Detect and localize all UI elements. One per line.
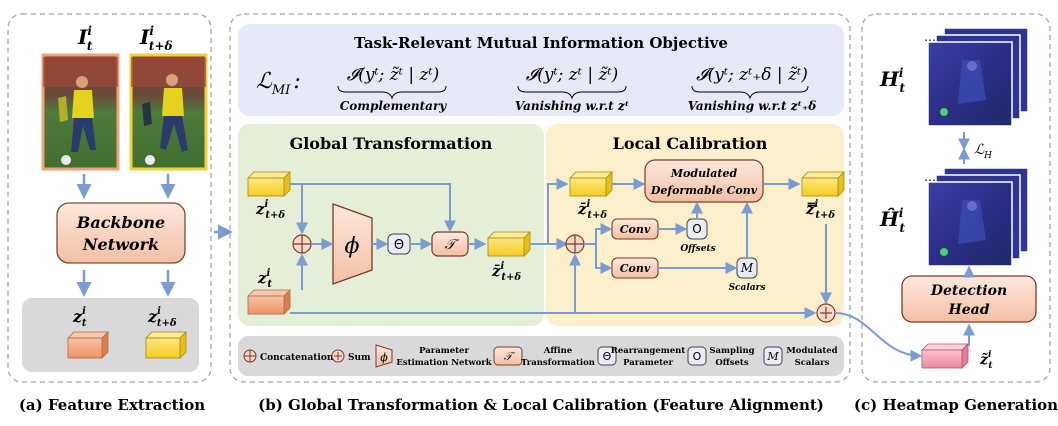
svg-text:O: O: [692, 222, 701, 236]
global-transformation-area: [238, 124, 544, 326]
svg-text:Vanishing w.r.t zᵗ: Vanishing w.r.t zᵗ: [515, 99, 629, 113]
legend-phi-icon: ϕ: [375, 344, 393, 368]
legend-param-label-1: Parameter: [419, 346, 469, 356]
legend-sampling-label-2: Offsets: [715, 358, 749, 368]
mi-title: Task-Relevant Mutual Information Objecti…: [354, 34, 728, 52]
legend-sum-icon: [331, 349, 345, 363]
svg-text:Detection: Detection: [930, 283, 1007, 299]
legend-concat-label: Concatenation: [260, 353, 334, 363]
svg-text:Backbone: Backbone: [76, 213, 165, 232]
svg-text:Vanishing w.r.t zᵗ₊δ: Vanishing w.r.t zᵗ₊δ: [688, 99, 817, 113]
legend-affine-label-1: Affine: [543, 346, 573, 356]
caption-c: (c) Heatmap Generation: [854, 396, 1058, 414]
scalars-caption: Scalars: [729, 283, 766, 293]
sampling-offsets-node: O: [686, 218, 708, 240]
conv-offsets: Conv: [611, 218, 659, 240]
offsets-caption: Offsets: [680, 244, 715, 254]
legend-affine-icon: 𝒯: [493, 346, 523, 366]
caption-a: (a) Feature Extraction: [19, 396, 205, 414]
rearrangement-parameter-node: Θ: [387, 233, 411, 255]
heatmap-dots-bottom: ⋯: [924, 173, 936, 187]
frame-t-image: [41, 53, 120, 171]
conv-scalars: Conv: [611, 257, 659, 279]
global-input-td-block: [247, 171, 291, 197]
legend-modulated-label-2: Scalars: [795, 358, 830, 368]
mi-lhs: ℒMI:: [256, 69, 301, 98]
heatmap-pred-stack: [927, 167, 1029, 267]
heatmap-loss-label: ℒH: [974, 142, 992, 161]
svg-text:Head: Head: [948, 302, 990, 318]
heatmap-dots-top: ⋯: [924, 33, 936, 47]
legend-affine-label-2: Transformation: [521, 358, 595, 368]
svg-text:ϕ: ϕ: [380, 351, 388, 364]
feature-block-td: [145, 331, 187, 359]
mi-objective: Task-Relevant Mutual Information Objecti…: [238, 24, 844, 116]
svg-text:ϕ: ϕ: [345, 234, 360, 259]
svg-text:Deformable Conv: Deformable Conv: [650, 184, 758, 197]
svg-text:Θ: Θ: [603, 350, 612, 363]
legend-rearr-label-2: Parameter: [623, 358, 673, 368]
local-output-block: [801, 171, 845, 197]
global-output-block: [487, 231, 531, 257]
svg-text:Conv: Conv: [620, 223, 651, 236]
svg-text:O: O: [693, 350, 702, 363]
legend-modulated-label-1: Modulated: [786, 346, 837, 356]
svg-text:M: M: [766, 350, 779, 363]
modulated-scalars-node: M: [736, 257, 758, 279]
mi-term-vanishing-td: 𝓘(yᵗ; zᵗ₊δ | z̃ᵗ): [696, 65, 808, 85]
svg-text:Network: Network: [82, 235, 159, 254]
feature-block-t: [67, 331, 109, 359]
affine-transformation-node: 𝒯: [431, 231, 469, 257]
legend-offsets-icon: O: [687, 346, 707, 366]
legend-sum-label: Sum: [348, 353, 371, 363]
legend-rearr-label-1: Rearrangement: [611, 346, 686, 356]
mi-term-complementary: 𝓘(yᵗ; z̃ᵗ | zᵗ): [347, 65, 440, 85]
heatmap-gt-stack: [927, 27, 1029, 127]
local-title: Local Calibration: [613, 134, 768, 153]
legend-param-label-2: Estimation Network: [396, 358, 492, 368]
legend: Concatenation Sum ϕ Parameter Estimation…: [238, 336, 844, 376]
svg-text:Θ: Θ: [394, 238, 404, 253]
parameter-estimation-network: ϕ: [332, 203, 373, 285]
legend-scalars-icon: M: [763, 346, 783, 366]
panel-feature-alignment: Task-Relevant Mutual Information Objecti…: [229, 13, 923, 414]
legend-theta-icon: Θ: [597, 346, 617, 366]
global-title: Global Transformation: [290, 134, 493, 153]
svg-text:Modulated: Modulated: [670, 167, 738, 180]
backbone-network: Backbone Network: [56, 202, 186, 264]
svg-text:Complementary: Complementary: [340, 99, 448, 113]
svg-text:M: M: [740, 261, 754, 275]
detection-head: Detection Head: [901, 275, 1037, 323]
modulated-deformable-conv: Modulated Deformable Conv: [644, 159, 764, 203]
global-concat-node: [292, 234, 312, 254]
legend-concat-icon: [243, 349, 257, 363]
local-concat-node: [565, 234, 585, 254]
svg-text:Conv: Conv: [620, 262, 651, 275]
local-input-block: [569, 171, 613, 197]
global-input-t-block: [247, 289, 291, 315]
sum-node: [816, 303, 836, 323]
caption-b: (b) Global Transformation & Local Calibr…: [258, 396, 824, 414]
frame-td-image: [129, 53, 208, 171]
fused-feature-block: [921, 343, 969, 369]
mi-term-vanishing-t: 𝓘(yᵗ; zᵗ | z̃ᵗ): [526, 65, 619, 85]
legend-sampling-label-1: Sampling: [709, 346, 754, 356]
